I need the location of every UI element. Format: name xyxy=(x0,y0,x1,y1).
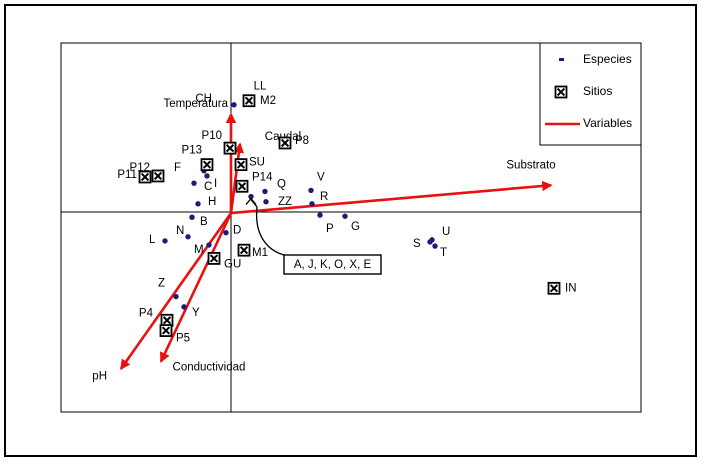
species-label-d: D xyxy=(233,225,241,237)
legend-label-species: Especies xyxy=(583,52,632,66)
site-marker-p11 xyxy=(138,170,152,184)
species-point-u xyxy=(429,237,435,243)
vector-conductividad xyxy=(159,212,233,363)
legend-label-sites: Sitios xyxy=(583,84,612,98)
species-point-t xyxy=(432,243,438,249)
callout-arrowhead xyxy=(245,197,257,205)
species-point-q xyxy=(262,188,268,195)
site-label-p5: P5 xyxy=(176,333,190,345)
species-label-ll: LL xyxy=(254,81,267,93)
species-point-g xyxy=(342,213,348,219)
site-label-p4: P4 xyxy=(139,307,154,319)
site-label-p11: P11 xyxy=(117,169,137,181)
site-label-su: SU xyxy=(249,157,265,169)
species-label-v: V xyxy=(317,171,325,183)
annotation-layer: A, J, K, O, X, E xyxy=(245,197,382,275)
legend-sites-marker xyxy=(554,85,568,99)
vector-ph xyxy=(119,212,233,370)
vector-caudal xyxy=(229,142,245,214)
site-marker-p8 xyxy=(278,136,292,150)
site-label-gu: GU xyxy=(224,258,241,270)
species-point-a-j-k-o-x-e xyxy=(248,193,254,200)
species-point-v xyxy=(308,187,314,194)
legend-species-marker xyxy=(559,58,564,61)
species-label-s: S xyxy=(413,238,421,250)
site-label-p14: P14 xyxy=(252,171,273,183)
species-point-h xyxy=(195,201,201,207)
species-point-z xyxy=(173,293,179,300)
site-label-m2: M2 xyxy=(260,95,276,107)
species-label-t: T xyxy=(440,247,447,259)
species-label-zz: ZZ xyxy=(278,196,292,208)
species-label-g: G xyxy=(351,221,360,233)
vector-substrato xyxy=(230,180,553,215)
species-label-n: N xyxy=(176,225,184,237)
site-marker-p4 xyxy=(160,313,174,327)
species-label-u: U xyxy=(442,226,450,238)
species-label-y: Y xyxy=(192,307,200,319)
species-point-n xyxy=(185,234,191,240)
site-marker-p10 xyxy=(223,141,237,155)
vector-label-conductividad: Conductividad xyxy=(173,362,246,374)
vector-label-ph: pH xyxy=(92,371,107,383)
species-point-r xyxy=(309,201,315,207)
species-label-h: H xyxy=(208,196,216,208)
site-label-p13: P13 xyxy=(182,145,202,157)
vector-label-temperatura: Temperatura xyxy=(163,98,228,110)
site-label-p10: P10 xyxy=(202,130,222,142)
site-marker-su xyxy=(234,158,248,172)
species-label-i: I xyxy=(214,178,217,190)
site-marker-m2 xyxy=(242,94,256,108)
species-point-p xyxy=(317,212,323,218)
site-marker-gu xyxy=(207,252,221,265)
species-label-b: B xyxy=(200,216,208,228)
site-marker-p13 xyxy=(200,158,214,172)
species-point-d xyxy=(223,229,229,236)
species-point-m xyxy=(206,242,212,248)
callout-label: A, J, K, O, X, E xyxy=(294,259,372,271)
species-label-p: P xyxy=(326,223,334,235)
legend-label-vectors: Variables xyxy=(583,116,632,130)
species-label-c: C xyxy=(204,181,212,193)
species-label-r: R xyxy=(320,191,328,203)
site-marker-p12 xyxy=(151,169,165,183)
species-label-m: M xyxy=(194,244,204,256)
species-point-c xyxy=(191,180,197,186)
species-point-l xyxy=(162,238,168,244)
species-label-ch: CH xyxy=(195,93,212,105)
species-point-ch xyxy=(231,102,237,108)
variables-layer: TemperaturaCaudalSubstratopHConductivida… xyxy=(92,98,555,383)
site-marker-p5 xyxy=(159,324,173,337)
species-point-y xyxy=(181,304,187,310)
species-point-b xyxy=(189,214,195,220)
vector-label-substrato: Substrato xyxy=(506,159,555,171)
species-label-q: Q xyxy=(277,178,286,190)
site-label-p8: P8 xyxy=(295,135,309,147)
species-point-i xyxy=(204,173,210,179)
site-marker-in xyxy=(547,281,561,295)
site-label-in: IN xyxy=(565,282,577,294)
callout-box xyxy=(283,254,382,275)
site-marker-p14 xyxy=(235,179,249,193)
site-label-m1: M1 xyxy=(252,247,268,259)
site-marker-m1 xyxy=(237,243,251,257)
species-label-f: F xyxy=(174,162,181,174)
species-point-zz xyxy=(263,199,269,205)
species-label-l: L xyxy=(149,234,156,246)
callout-curve xyxy=(250,199,289,257)
species-label-z: Z xyxy=(158,278,165,290)
